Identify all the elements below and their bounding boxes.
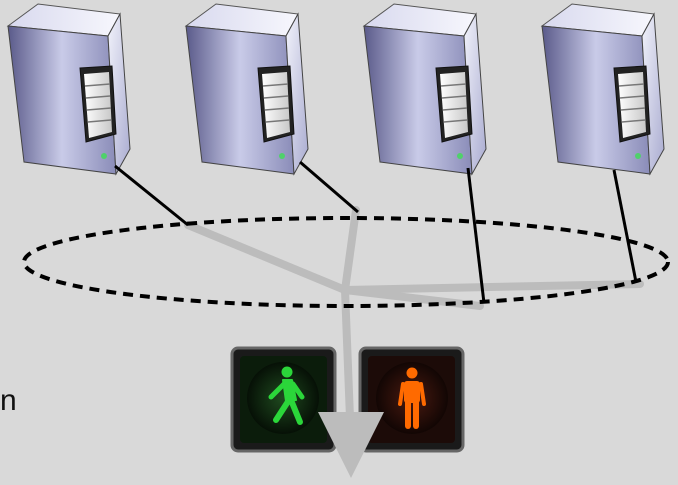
server-1 [7,3,131,175]
cable-4 [612,169,638,283]
stop-signal-icon [358,346,465,453]
network-ring [22,216,670,308]
output-arrow [318,412,384,478]
backbone-link-4 [341,280,644,294]
backbone-link-1 [184,221,349,294]
server-4 [541,3,665,175]
cable-3 [466,167,486,304]
clipped-edge-text: n [0,384,17,417]
backbone-link-2 [341,206,360,294]
walk-signal-icon [230,346,337,453]
server-3 [363,3,487,175]
backbone [184,206,644,422]
server-cables [114,160,638,304]
backbone-trunk [341,286,354,422]
server-2 [185,3,309,175]
cable-1 [114,164,189,227]
cable-2 [299,160,359,214]
